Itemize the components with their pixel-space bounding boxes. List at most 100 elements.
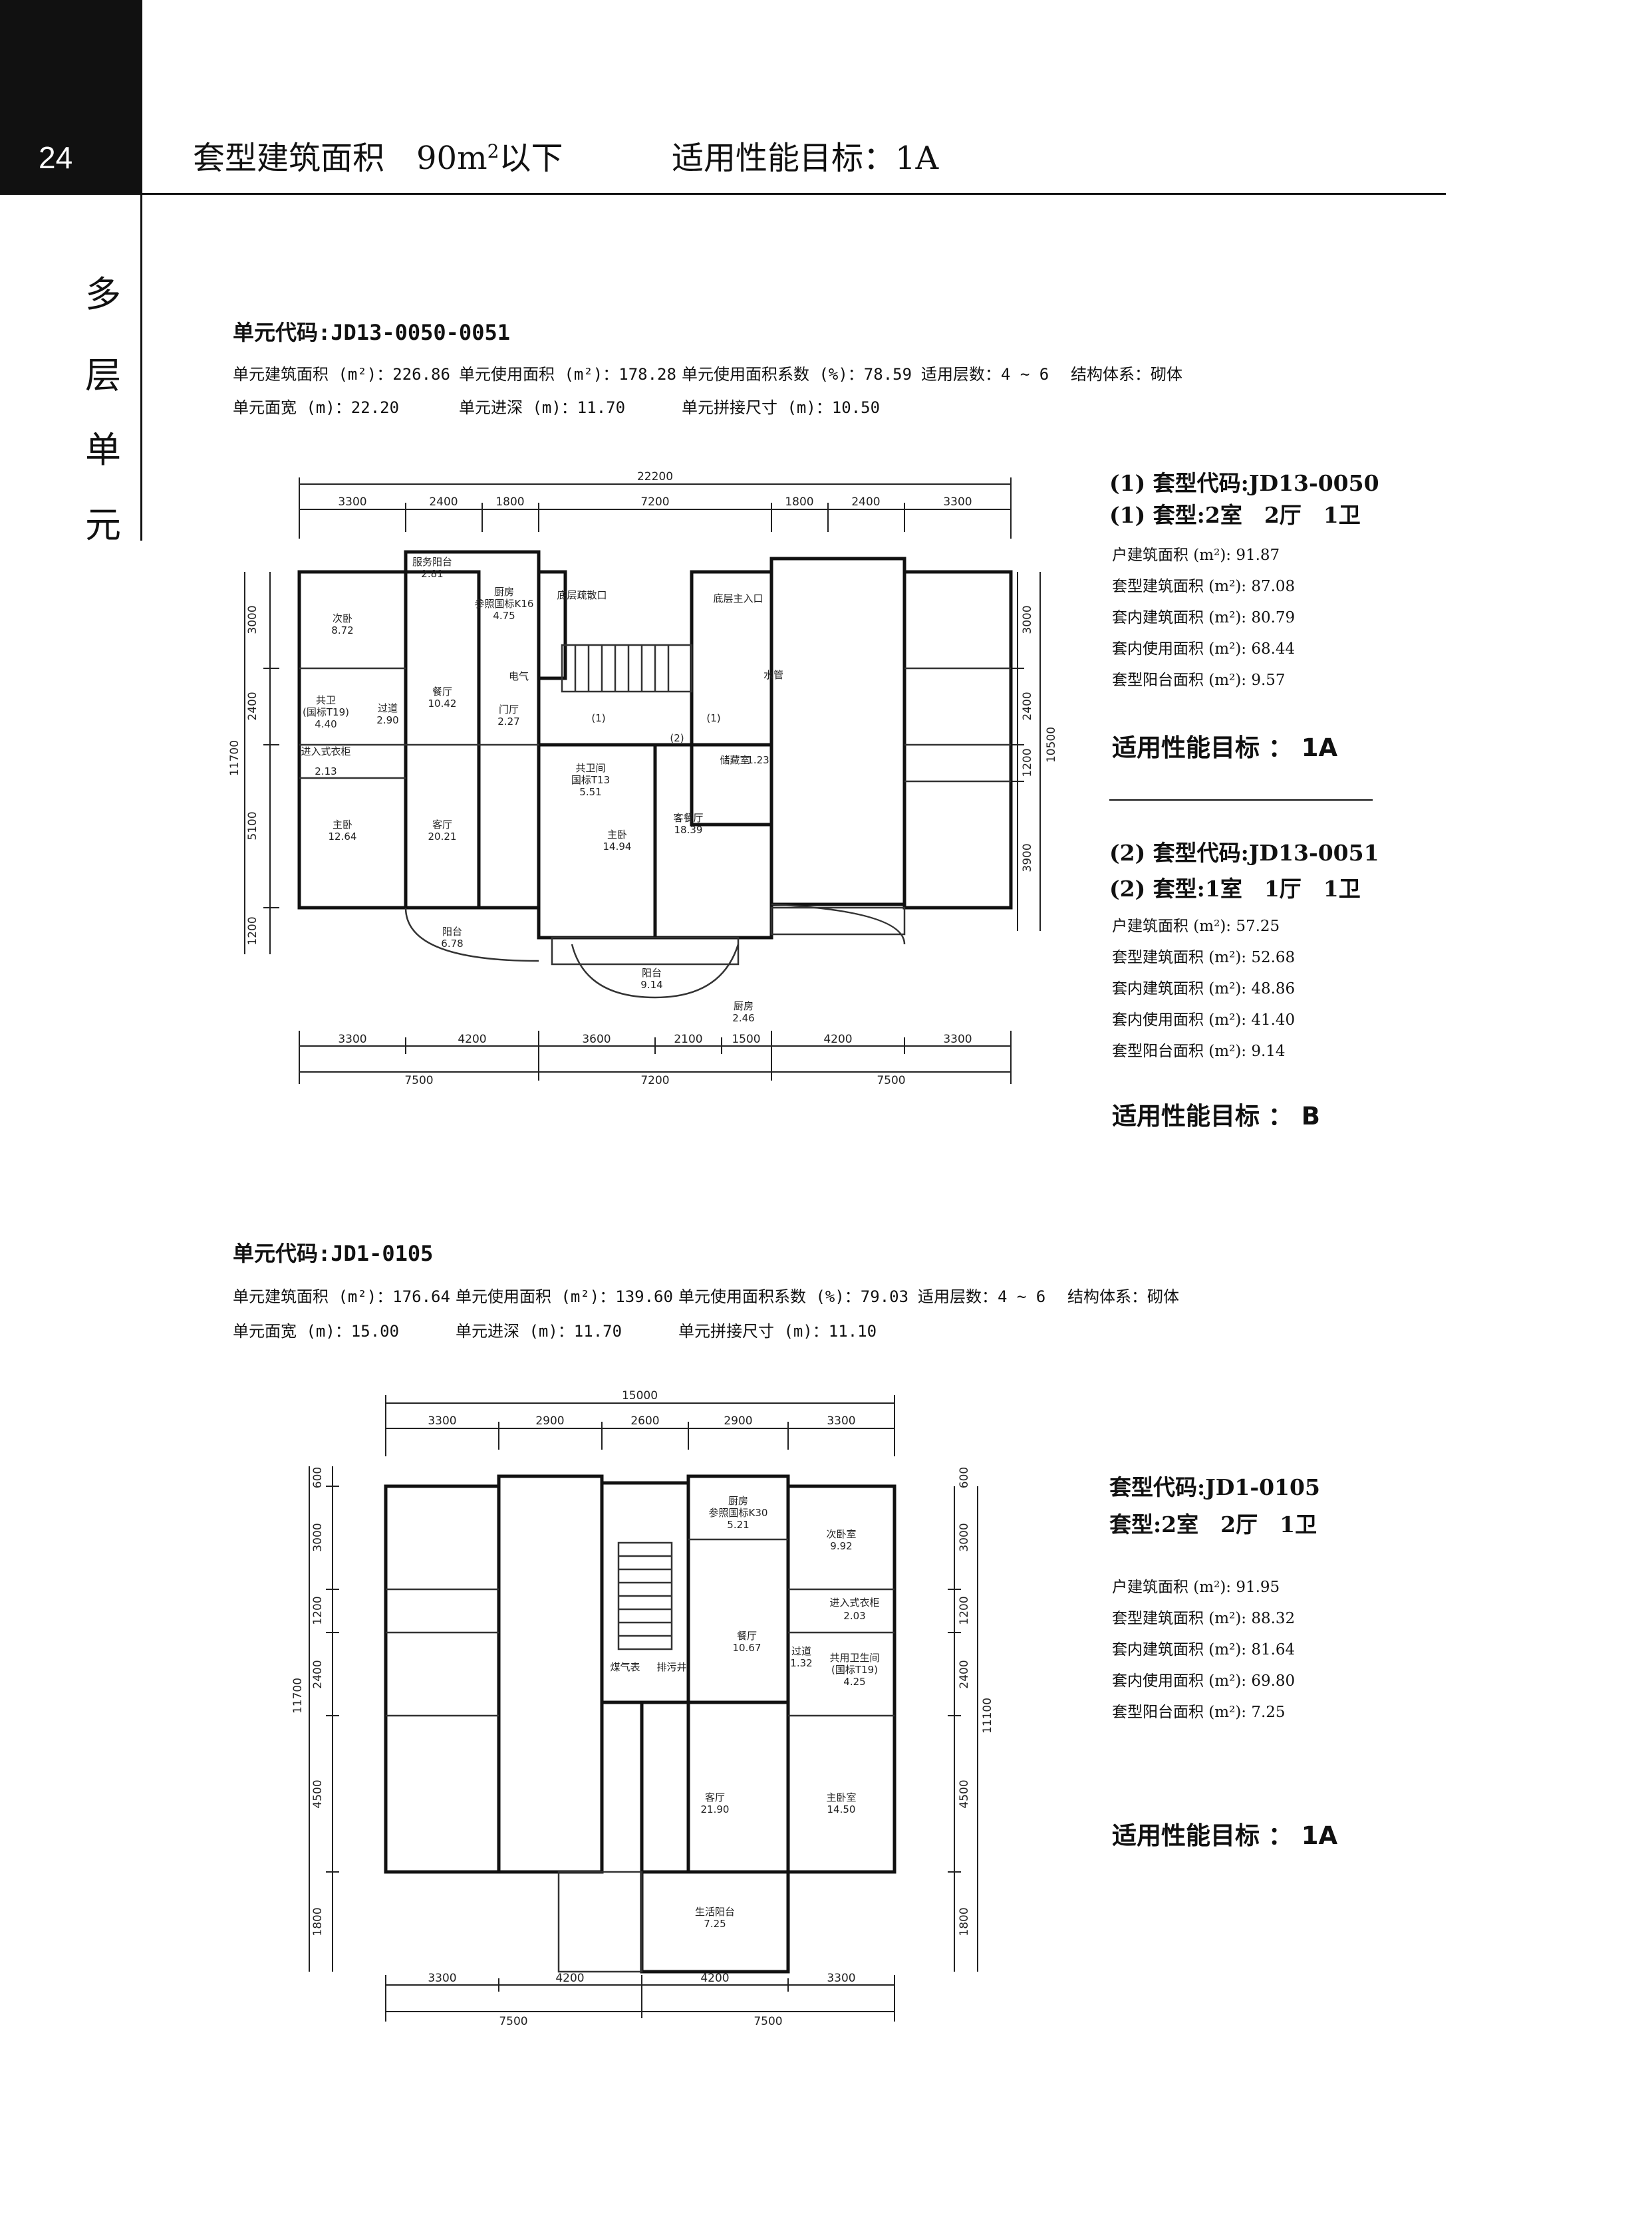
dim-label: 15000 bbox=[622, 1389, 658, 1402]
dim-label: 11100 bbox=[981, 1698, 994, 1734]
room-label: 主卧 bbox=[607, 829, 627, 841]
unit2-code: 单元代码:JD1-0105 bbox=[233, 1241, 434, 1266]
room-label: 排污井 bbox=[656, 1661, 686, 1673]
room-label: (1) bbox=[706, 712, 720, 724]
unit2-spec: 单元拼接尺寸 (m)：11.10 bbox=[678, 1322, 877, 1341]
room-area: 9.92 bbox=[830, 1540, 852, 1552]
room-label: 餐厅 bbox=[432, 686, 452, 698]
dim-label: 2600 bbox=[630, 1414, 659, 1428]
room-label: 主卧 bbox=[333, 819, 352, 831]
room-label: 阳台 bbox=[442, 926, 462, 938]
header-rule bbox=[142, 193, 1446, 195]
room-label: 门厅 bbox=[499, 704, 519, 716]
dim-label: 1200 bbox=[1021, 748, 1034, 777]
dim-label: 1500 bbox=[732, 1033, 760, 1046]
unit2-spec: 单元建筑面积 (m²)：176.64 bbox=[233, 1287, 450, 1306]
room-label: 煤气表 bbox=[610, 1661, 640, 1673]
room-area: 6.78 bbox=[441, 938, 463, 950]
unit1-spec: 单元进深 (m)：11.70 bbox=[459, 398, 626, 417]
dim-label: 1800 bbox=[958, 1907, 971, 1936]
dim-label: 5100 bbox=[246, 811, 259, 840]
panel3-type: 套型:2室 2厅 1卫 bbox=[1109, 1512, 1317, 1537]
room-area: 7.25 bbox=[704, 1918, 726, 1930]
dim-label: 3000 bbox=[1021, 605, 1034, 634]
room-label: (国标T19) bbox=[831, 1664, 878, 1676]
unit2-spec: 结构体系：砌体 bbox=[1067, 1287, 1179, 1306]
page-target: 适用性能目标：1A bbox=[672, 140, 939, 177]
dim-label: 10500 bbox=[1045, 727, 1058, 763]
panel2-area: 套型阳台面积 (m²): 9.14 bbox=[1112, 1043, 1286, 1060]
dim-label: 3000 bbox=[311, 1523, 325, 1551]
dim-label: 4500 bbox=[958, 1779, 971, 1808]
room-area: 5.21 bbox=[727, 1519, 749, 1531]
dim-label: 2400 bbox=[311, 1660, 325, 1688]
unit2-spec: 单元使用面积 (m²)：139.60 bbox=[456, 1287, 673, 1306]
dim-label: 22200 bbox=[637, 470, 673, 483]
dim-label: 11700 bbox=[228, 740, 241, 776]
dim-label: 2400 bbox=[851, 495, 880, 509]
room-label: 底层疏散口 bbox=[557, 589, 607, 601]
room-area: 10.42 bbox=[428, 698, 457, 710]
dim-label: 1200 bbox=[958, 1596, 971, 1625]
room-label: 厨房 bbox=[494, 586, 514, 598]
dim-label: 3900 bbox=[1021, 843, 1034, 872]
room-label: 参照国标K30 bbox=[709, 1507, 768, 1519]
room-label: 进入式衣柜 bbox=[301, 745, 350, 757]
room-label: 共卫间 bbox=[575, 762, 605, 774]
dim-label: 3300 bbox=[428, 1972, 456, 1985]
room-area: 2.46 bbox=[732, 1012, 754, 1024]
unit1-spec: 单元使用面积 (m²)：178.28 bbox=[459, 365, 676, 384]
room-area: 2.27 bbox=[497, 716, 519, 727]
dim-label: 4500 bbox=[311, 1779, 325, 1808]
dim-label: 4200 bbox=[700, 1972, 729, 1985]
unit1-spec: 单元建筑面积 (m²)：226.86 bbox=[233, 365, 450, 384]
panel3-code: 套型代码:JD1-0105 bbox=[1109, 1474, 1320, 1500]
dim-label: 3000 bbox=[958, 1523, 971, 1551]
dim-label: 2900 bbox=[724, 1414, 752, 1428]
dim-label: 2100 bbox=[674, 1033, 702, 1046]
unit1-floor-plan: 22200 3300 2400 1800 7200 1800 2400 3300… bbox=[228, 470, 1058, 1087]
panel3-area: 户建筑面积 (m²): 91.95 bbox=[1112, 1579, 1280, 1596]
panel2-code: (2) 套型代码:JD13-0051 bbox=[1109, 840, 1379, 866]
dim-label: 2900 bbox=[535, 1414, 564, 1428]
dim-label: 3300 bbox=[338, 1033, 366, 1046]
room-area: 18.39 bbox=[674, 824, 703, 836]
room-area: 9.14 bbox=[640, 979, 662, 991]
room-area: 20.21 bbox=[428, 831, 457, 843]
dim-label: 7500 bbox=[754, 2015, 782, 2028]
dim-label: 2400 bbox=[246, 692, 259, 720]
panel1-area: 套型阳台面积 (m²): 9.57 bbox=[1112, 672, 1286, 689]
panel2-area: 户建筑面积 (m²): 57.25 bbox=[1112, 918, 1280, 935]
room-label: (2) bbox=[670, 732, 684, 744]
room-area: 1.32 bbox=[790, 1657, 812, 1669]
panel1-area: 户建筑面积 (m²): 91.87 bbox=[1112, 547, 1280, 564]
room-label: 共卫 bbox=[316, 694, 336, 706]
panel2-perf: 适用性能目标 ： B bbox=[1112, 1102, 1320, 1130]
room-label: 餐厅 bbox=[737, 1630, 757, 1642]
dim-label: 7500 bbox=[404, 1074, 433, 1087]
side-rule bbox=[140, 195, 142, 541]
unit1-code: 单元代码:JD13-0050-0051 bbox=[233, 320, 510, 345]
room-label: 主卧室 bbox=[826, 1791, 856, 1803]
unit2-spec: 适用层数：4 ~ 6 bbox=[918, 1287, 1046, 1306]
page-number-block: 24 bbox=[0, 0, 142, 195]
side-char: 层 bbox=[85, 354, 121, 396]
dim-label: 3300 bbox=[428, 1414, 456, 1428]
panel1-area: 套内建筑面积 (m²): 80.79 bbox=[1112, 609, 1296, 626]
dim-label: 1800 bbox=[311, 1907, 325, 1936]
dim-label: 1200 bbox=[311, 1596, 325, 1625]
room-area: 14.94 bbox=[603, 841, 632, 853]
room-area: 12.64 bbox=[329, 831, 357, 843]
dim-label: 3300 bbox=[827, 1972, 855, 1985]
room-area: 14.50 bbox=[827, 1803, 856, 1815]
room-area: 10.67 bbox=[733, 1642, 761, 1654]
panel1-area: 套内使用面积 (m²): 68.44 bbox=[1112, 640, 1296, 658]
dim-label: 600 bbox=[311, 1467, 325, 1488]
room-label: 储藏室 bbox=[720, 754, 750, 766]
dim-label: 600 bbox=[958, 1467, 971, 1488]
room-label: 阳台 bbox=[642, 967, 662, 979]
panel3-perf: 适用性能目标 ： 1A bbox=[1112, 1821, 1338, 1850]
room-area: 2.90 bbox=[376, 714, 398, 726]
side-char: 多 bbox=[85, 273, 121, 315]
side-char: 单 bbox=[85, 429, 121, 471]
